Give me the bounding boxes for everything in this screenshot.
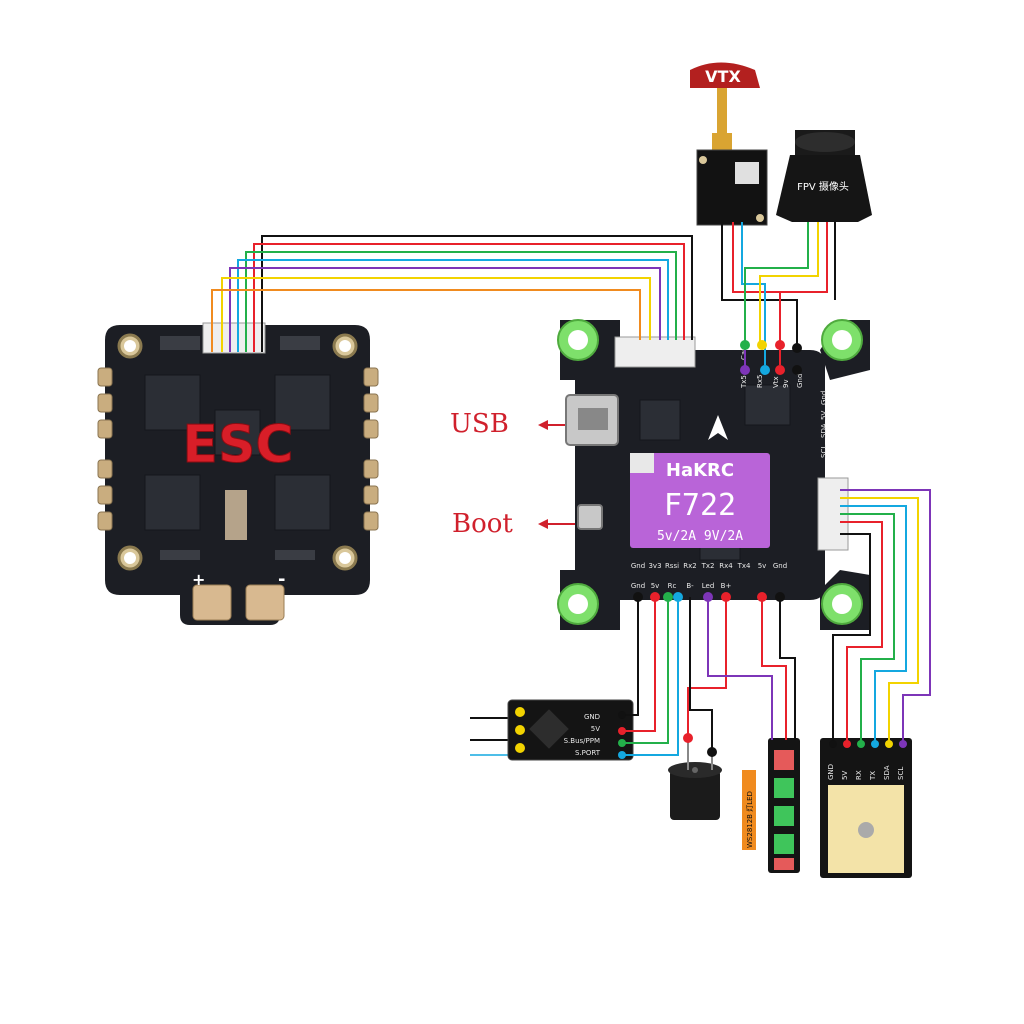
camera-body — [776, 155, 872, 222]
boot-button[interactable] — [577, 504, 603, 530]
pin-label: SCL — [820, 445, 828, 458]
esc-board: + - ESC — [97, 322, 379, 625]
fc-top-pin-dots — [740, 340, 802, 375]
arrow-logo-icon — [708, 415, 728, 440]
fc-label-sticker — [630, 453, 770, 548]
gps-pin-dots — [829, 740, 907, 748]
pin-label: 5v — [651, 582, 660, 590]
fc-bottom-pin-dots — [618, 592, 785, 759]
led-strip: WS2812B 灯LED — [742, 738, 800, 873]
pin-label: 9v — [782, 379, 790, 388]
pin-label: S.PORT — [575, 749, 601, 757]
pin-label: Gnd — [631, 562, 645, 570]
fc-model: F722 — [664, 488, 736, 523]
pin-label: Rc — [668, 582, 677, 590]
pin-label: Rx4 — [719, 562, 733, 570]
boot-label: Boot — [452, 509, 513, 539]
pin-label: 5V — [820, 411, 828, 420]
vtx-board — [696, 149, 768, 226]
flight-controller: HaKRC F722 5v/2A 9V/2A Gnd 3v3 Rssi Rx2 … — [557, 319, 870, 630]
fc-bottom-wires — [622, 597, 796, 756]
pin-label: Tx4 — [737, 562, 751, 570]
pin-label: Rx2 — [683, 562, 696, 570]
receiver-module: GND 5V S.Bus/PPM S.PORT — [470, 699, 634, 761]
pin-label: GND — [827, 764, 835, 780]
pin-label: B- — [686, 582, 694, 590]
vtx-camera-wires — [721, 222, 836, 368]
pin-label: 5V — [591, 725, 600, 733]
pin-label: SDA — [883, 765, 891, 780]
pin-label: 5V — [841, 771, 849, 780]
pin-label: Tx2 — [701, 562, 715, 570]
pin-label: Tx5 — [740, 375, 748, 389]
fc-brand: HaKRC — [666, 460, 734, 481]
pin-label: Led — [702, 582, 715, 590]
arrow-left-icon — [538, 519, 548, 529]
buzzer — [668, 733, 722, 820]
fc-power: 5v/2A 9V/2A — [657, 529, 743, 544]
fc-bottom-pin-labels: Gnd 3v3 Rssi Rx2 Tx2 Rx4 Tx4 5v Gnd Gnd … — [631, 562, 787, 590]
pin-label: S.Bus/PPM — [564, 737, 600, 745]
esc-to-fc-wires — [211, 235, 693, 352]
fpv-camera: FPV 摄像头 — [776, 130, 872, 222]
gps-module: GND 5V RX TX SDA SCL — [820, 738, 912, 878]
vtx-module: VTX — [690, 62, 768, 226]
esc-minus-label: - — [278, 569, 285, 590]
fc-to-gps-wires — [832, 489, 931, 742]
esc-plus-label: + — [192, 570, 205, 589]
pin-label: 3v3 — [648, 562, 661, 570]
pin-label: Gnd — [773, 562, 787, 570]
usb-label: USB — [450, 409, 509, 439]
led-strip-label: WS2812B 灯LED — [745, 791, 754, 848]
pin-label: GND — [584, 713, 600, 721]
fc-right-pin-labels: Gnd 5V SDA SCL — [820, 391, 828, 458]
usb-callout: USB — [450, 409, 565, 439]
camera-label: FPV 摄像头 — [797, 180, 849, 193]
pin-label: Gnd — [796, 374, 804, 388]
pin-label: SDA — [820, 423, 828, 438]
pin-label: B+ — [721, 582, 732, 590]
pin-label: Rx5 — [756, 375, 764, 388]
pin-label: RX — [855, 770, 863, 780]
esc-label: ESC — [182, 415, 293, 475]
pin-label: TX — [869, 771, 877, 781]
vtx-label: VTX — [705, 67, 741, 86]
pin-label: Vtx — [772, 376, 780, 388]
pin-label: 5v — [758, 562, 767, 570]
pin-label: Gnd — [631, 582, 645, 590]
boot-callout: Boot — [452, 509, 575, 539]
pin-label: Gnd — [820, 391, 828, 405]
pin-label: Rssi — [665, 562, 679, 570]
receiver-board — [507, 699, 634, 761]
pin-label: SCL — [897, 767, 905, 780]
arrow-left-icon — [538, 420, 548, 430]
